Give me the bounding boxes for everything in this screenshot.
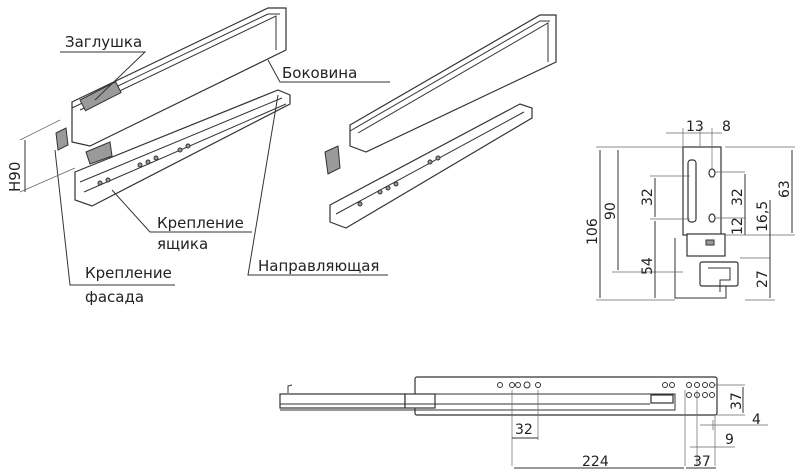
- dim-8: 8: [722, 119, 731, 135]
- label-front-mount-2: фасада: [85, 288, 144, 306]
- section-view: 13 8 106 90 32 54 32 12 16,5 63 27: [585, 119, 795, 301]
- box-mount-left: [85, 141, 113, 165]
- dim-4: 4: [752, 412, 761, 428]
- dim-37-end: 37: [693, 454, 711, 470]
- dim-37-height: 37: [729, 392, 745, 410]
- dim-27: 27: [755, 270, 771, 288]
- dim-54: 54: [640, 257, 656, 275]
- right-side-panel: [349, 14, 557, 153]
- left-drawer-assembly: [55, 7, 291, 207]
- logo-plate: [79, 81, 122, 112]
- label-box-mount-1: Крепление: [157, 214, 244, 232]
- dim-90: 90: [603, 202, 619, 220]
- front-mount-right: [324, 145, 341, 175]
- label-side: Боковина: [282, 64, 357, 82]
- dim-63: 63: [777, 180, 793, 198]
- right-drawer-assembly: [324, 14, 557, 229]
- left-side-panel: [71, 7, 287, 147]
- label-front-mount-1: Крепление: [85, 264, 172, 282]
- dim-32-right: 32: [730, 188, 746, 206]
- dim-32-left: 32: [640, 188, 656, 206]
- rail-side-view: 37 4 9 32 224 37: [279, 376, 768, 470]
- dim-32-spacing: 32: [515, 422, 533, 438]
- dim-106: 106: [585, 218, 601, 245]
- label-guide: Направляющая: [258, 257, 379, 275]
- dim-9: 9: [725, 432, 734, 448]
- label-cap: Заглушка: [65, 33, 142, 51]
- dim-12: 12: [730, 217, 746, 235]
- dim-224: 224: [582, 454, 609, 470]
- left-guide-rail: [74, 89, 291, 207]
- label-height: H90: [6, 162, 24, 192]
- dim-16-5: 16,5: [755, 201, 771, 232]
- dim-13: 13: [686, 119, 704, 135]
- label-box-mount-2: ящика: [157, 235, 208, 253]
- front-mount-left: [55, 127, 69, 151]
